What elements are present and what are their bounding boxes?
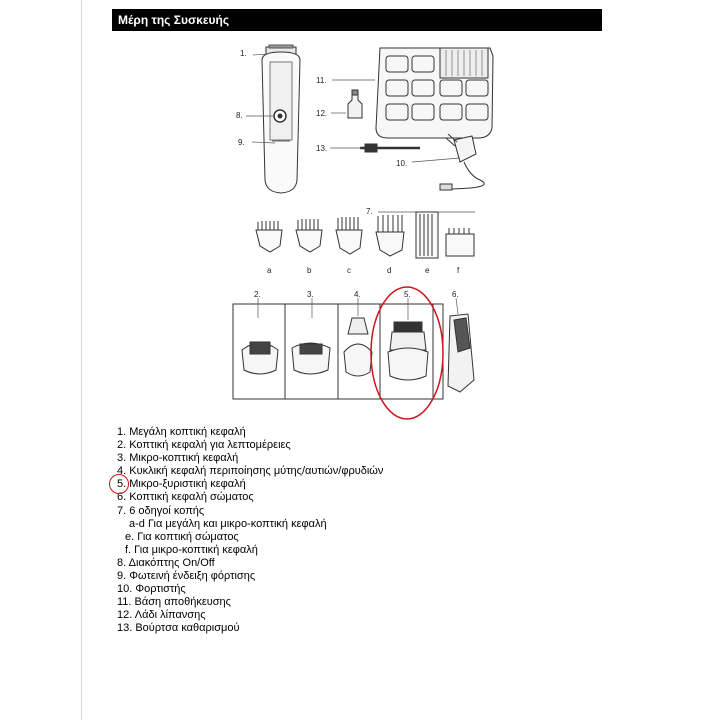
head-number-5: 5. bbox=[404, 290, 411, 299]
page-edge bbox=[81, 0, 82, 720]
callout-13: 13. bbox=[316, 144, 327, 153]
trimmer-body-illustration bbox=[246, 44, 301, 194]
list-item: 2. Κοπτική κεφαλή για λεπτομέρειες bbox=[117, 439, 291, 452]
list-item: 1. Μεγάλη κοπτική κεφαλή bbox=[117, 426, 246, 438]
list-item: 11. Βάση αποθήκευσης bbox=[117, 596, 231, 609]
callout-8: 8. bbox=[236, 111, 243, 120]
guide-letter-c: c bbox=[347, 266, 351, 275]
list-item: 5. Μικρο-ξυριστική κεφαλή bbox=[117, 478, 246, 491]
list-item: 7. 6 οδηγοί κοπής bbox=[117, 504, 205, 517]
list-item: 3. Μικρο-κοπτική κεφαλή bbox=[117, 452, 239, 465]
heads-illustration bbox=[232, 297, 475, 400]
guide-combs-illustration bbox=[255, 211, 475, 259]
list-item: 9. Φωτεινή ένδειξη φόρτισης bbox=[117, 570, 256, 583]
callout-11: 11. bbox=[316, 76, 327, 85]
list-item: 12. Λάδι λίπανσης bbox=[117, 609, 206, 622]
cleaning-brush-illustration bbox=[330, 143, 420, 153]
head-number-6: 6. bbox=[452, 290, 459, 299]
callout-1: 1. bbox=[240, 49, 247, 58]
list-item: f. Για μικρο-κοπτική κεφαλή bbox=[125, 543, 258, 556]
guide-letter-b: b bbox=[307, 266, 312, 275]
callout-12: 12. bbox=[316, 109, 327, 118]
guide-letter-a: a bbox=[267, 266, 272, 275]
list-item: a-d Για μεγάλη και μικρο-κοπτική κεφαλή bbox=[129, 517, 327, 530]
guide-letter-e: e bbox=[425, 266, 430, 275]
callout-7: 7. bbox=[366, 207, 373, 216]
guide-letter-f: f bbox=[457, 266, 460, 275]
section-title: Μέρη της Συσκευής bbox=[112, 9, 602, 31]
callout-9: 9. bbox=[238, 138, 245, 147]
storage-base-illustration bbox=[332, 47, 494, 139]
list-item: 10. Φορτιστής bbox=[117, 583, 186, 596]
list-item: 6. Κοπτική κεφαλή σώματος bbox=[117, 491, 254, 504]
list-item: 8. Διακόπτης On/Off bbox=[117, 556, 215, 569]
head-number-2: 2. bbox=[254, 290, 261, 299]
oil-bottle-illustration bbox=[331, 89, 363, 119]
head-number-3: 3. bbox=[307, 290, 314, 299]
guide-letter-d: d bbox=[387, 266, 391, 275]
charger-illustration bbox=[411, 133, 485, 191]
list-item: e. Για κοπτική σώματος bbox=[125, 530, 239, 543]
parts-list: 1. Μεγάλη κοπτική κεφαλή 2. Κοπτική κεφα… bbox=[117, 426, 383, 636]
list-highlight-circle bbox=[109, 474, 129, 494]
list-item: 4. Κυκλική κεφαλή περιποίησης μύτης/αυτι… bbox=[117, 465, 384, 478]
callout-10: 10. bbox=[396, 159, 407, 168]
list-item: 13. Βούρτσα καθαρισμού bbox=[117, 622, 240, 635]
highlight-circle bbox=[370, 286, 444, 420]
head-number-4: 4. bbox=[354, 290, 361, 299]
